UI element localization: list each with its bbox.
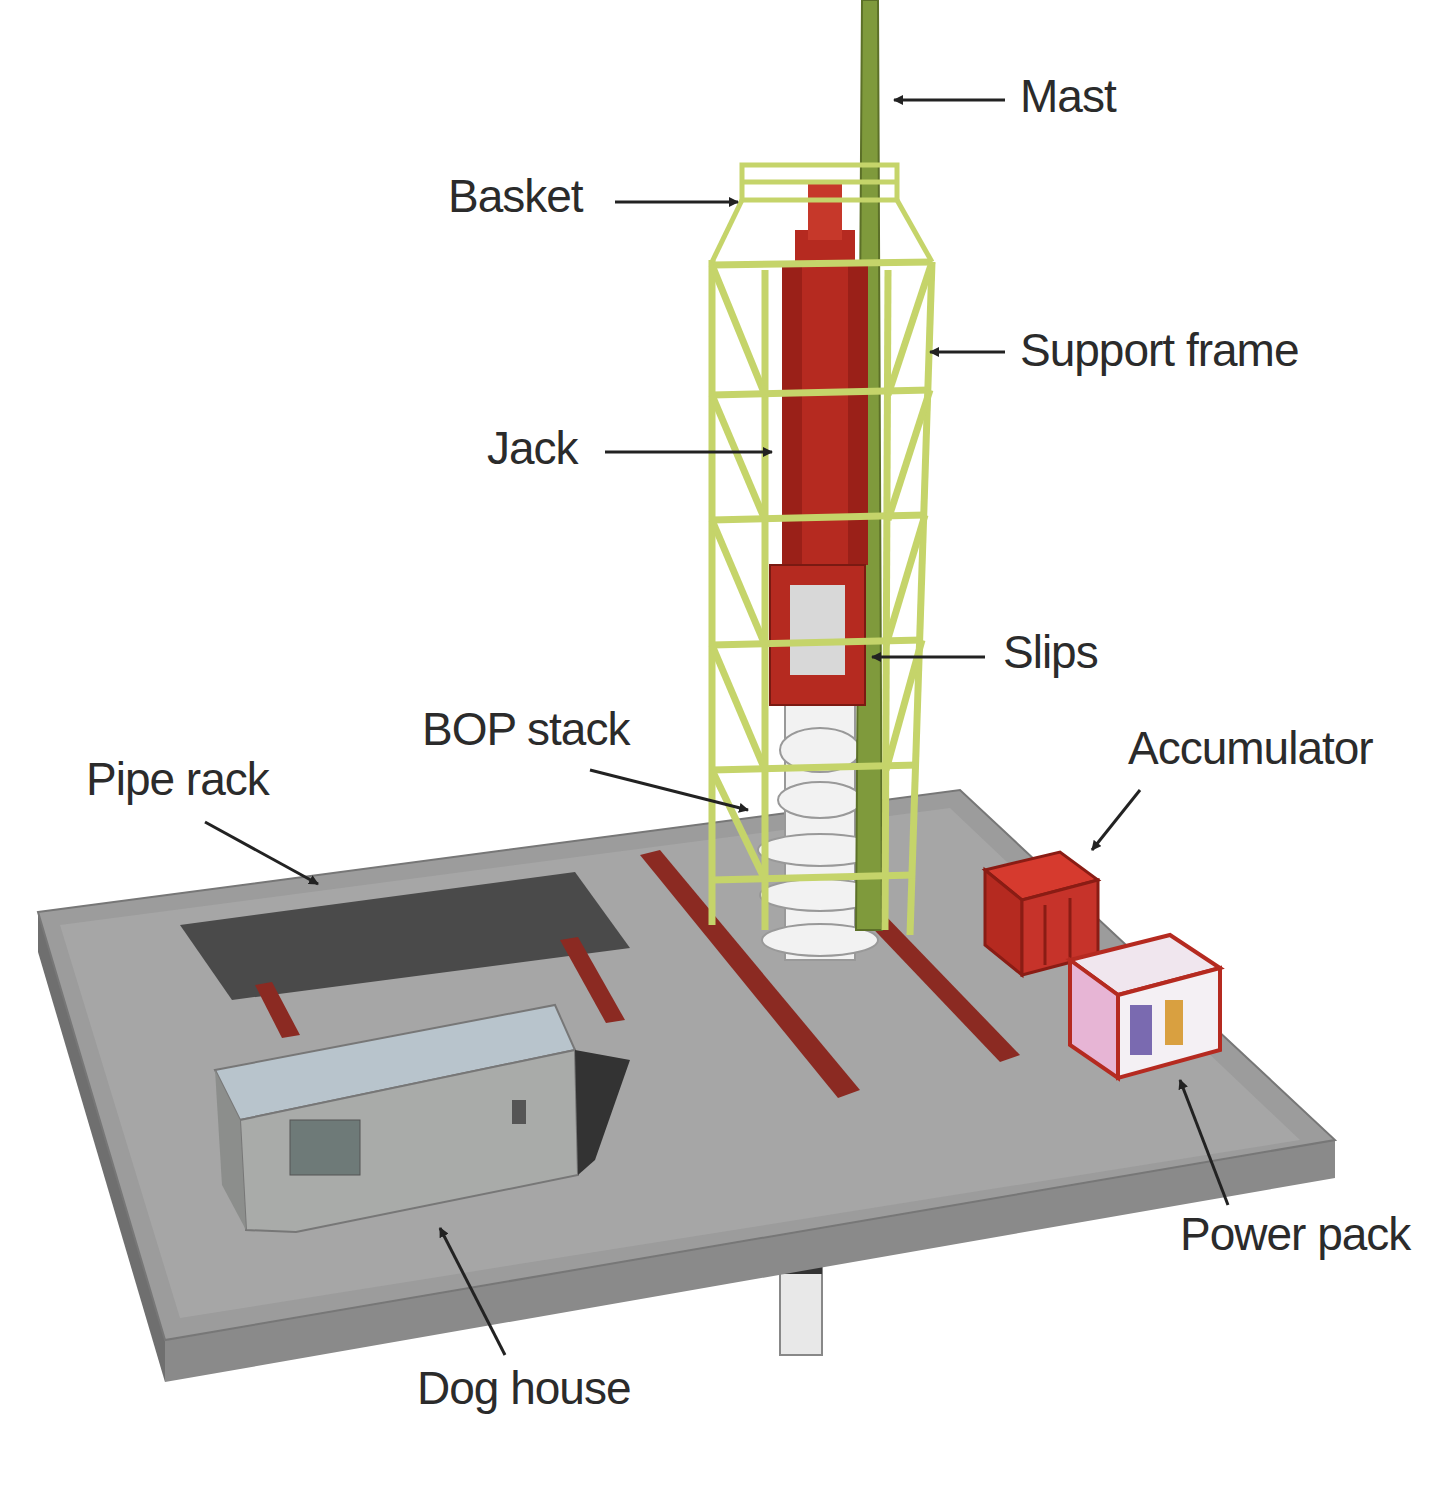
rack-beam [255, 982, 300, 1038]
part-label: Jack [487, 424, 578, 472]
deck-inner [60, 808, 1300, 1318]
doghouse-door [512, 1100, 526, 1124]
part-label: Basket [448, 172, 583, 220]
power-pack [1070, 935, 1220, 1078]
part-label: Slips [1003, 628, 1098, 676]
part-label: Mast [1020, 72, 1116, 120]
pipe-rack-area [180, 872, 630, 1000]
part-label: Dog house [417, 1364, 631, 1412]
slips [770, 565, 865, 705]
support-frame [712, 260, 932, 935]
doghouse-window [290, 1120, 360, 1175]
doghouse-side [215, 1070, 246, 1230]
deck-top [38, 790, 1335, 1340]
part-label: Support frame [1020, 326, 1298, 374]
part-label: BOP stack [422, 705, 629, 753]
leader-lines [205, 100, 1228, 1355]
slips-bowl [790, 585, 845, 675]
doghouse-stairs [575, 1050, 630, 1175]
doghouse-front [240, 1050, 578, 1232]
part-label: Accumulator [1128, 724, 1373, 772]
rack-beam [560, 937, 625, 1023]
part-label: Power pack [1180, 1210, 1410, 1258]
basket [712, 165, 932, 262]
part-label: Pipe rack [86, 755, 269, 803]
jack [782, 180, 868, 570]
